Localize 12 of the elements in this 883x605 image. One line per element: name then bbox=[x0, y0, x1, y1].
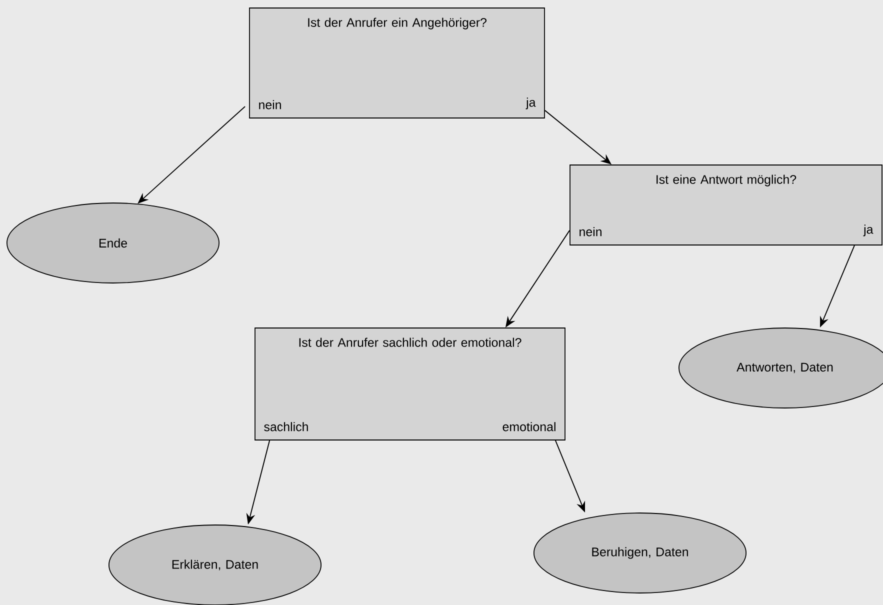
decision-box bbox=[254, 328, 566, 440]
branch-label: sachlich bbox=[264, 422, 308, 432]
branch-label: nein bbox=[580, 227, 602, 236]
branch-label: emotional bbox=[502, 422, 556, 432]
question-text: Ist der Anrufer sachlich oder emotional? bbox=[299, 338, 522, 347]
branch-label: ja bbox=[863, 224, 874, 236]
decision-box bbox=[570, 164, 882, 246]
branch-label: ja bbox=[526, 98, 536, 110]
question-text: Ist der Anrufer ein Angehöriger? bbox=[308, 18, 486, 30]
branch-label: nein bbox=[259, 100, 281, 110]
question-text: Ist eine Antwort möglich? bbox=[656, 174, 796, 186]
decision-box bbox=[249, 8, 545, 118]
